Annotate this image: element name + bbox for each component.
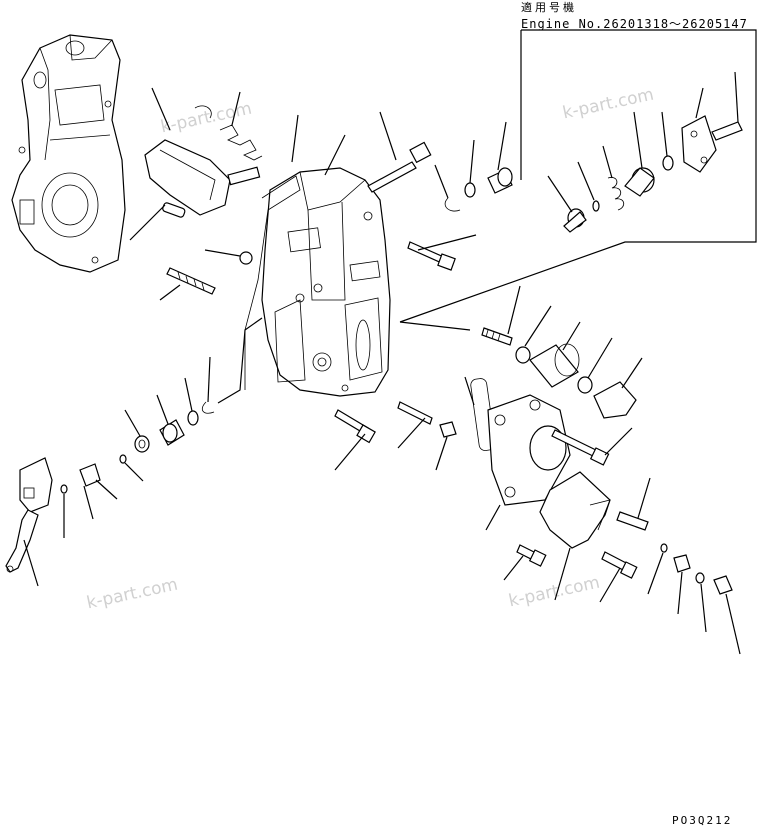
left-small-parts — [60, 317, 263, 538]
right-mid-parts — [481, 285, 643, 419]
applicability-bracket — [399, 29, 757, 331]
case-bolts — [159, 111, 477, 471]
stop-bracket — [503, 471, 741, 655]
applicability-label: 適用号機 — [521, 1, 577, 14]
engine-number-range: Engine No.26201318～26205147 — [521, 17, 748, 31]
bracket-parts — [547, 71, 743, 233]
upper-small-parts — [434, 121, 513, 212]
governor-case — [244, 167, 391, 397]
lever-assembly — [129, 87, 263, 241]
figure-code: PO3Q212 — [672, 814, 733, 827]
external-lever — [5, 457, 53, 587]
cover-assembly — [464, 376, 633, 531]
pump-housing — [11, 34, 126, 273]
